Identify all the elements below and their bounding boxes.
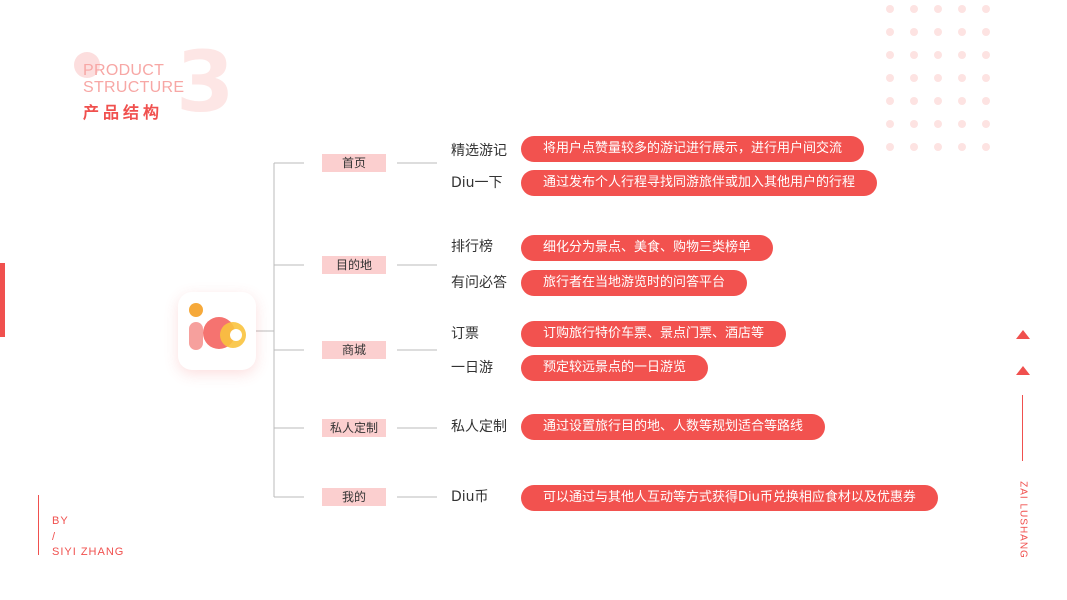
grid-dot: [982, 120, 990, 128]
grid-dot: [910, 51, 918, 59]
grid-dot: [886, 5, 894, 13]
grid-dot: [982, 28, 990, 36]
grid-dot: [934, 51, 942, 59]
grid-dot: [886, 74, 894, 82]
section-number: 3: [176, 33, 235, 131]
author-by-label: BY: [52, 515, 69, 527]
grid-dot: [934, 5, 942, 13]
title-en-line1: PRODUCT: [83, 62, 165, 79]
category-home: 首页: [322, 154, 386, 172]
grid-dot: [910, 74, 918, 82]
feature-name: 私人定制: [451, 419, 507, 435]
feature-description-pill: 细化分为景点、美食、购物三类榜单: [521, 235, 774, 261]
feature-name: 有问必答: [451, 275, 507, 291]
feature-name: 订票: [451, 326, 479, 342]
triangle-up-icon: [1016, 330, 1030, 339]
grid-dot: [958, 143, 966, 151]
feature-description-pill: 通过设置旅行目的地、人数等规划适合等路线: [521, 414, 826, 440]
grid-dot: [886, 143, 894, 151]
grid-dot: [934, 120, 942, 128]
feature-description-pill: 旅行者在当地游览时的问答平台: [521, 270, 748, 296]
grid-dot: [910, 143, 918, 151]
title-en-line2: STRUCTURE: [83, 79, 185, 96]
grid-dot: [958, 51, 966, 59]
feature-name: Diu一下: [451, 175, 503, 191]
side-vertical-text: ZAI LUSHANG: [1017, 481, 1029, 559]
triangle-up-icon: [1016, 366, 1030, 375]
grid-dot: [910, 120, 918, 128]
grid-dot: [934, 74, 942, 82]
category-destination: 目的地: [322, 256, 386, 274]
grid-dot: [886, 51, 894, 59]
feature-name: Diu币: [451, 489, 489, 505]
category-mall: 商城: [322, 341, 386, 359]
grid-dot: [982, 143, 990, 151]
feature-name: 一日游: [451, 360, 493, 376]
grid-dot: [958, 5, 966, 13]
feature-name: 排行榜: [451, 239, 493, 255]
grid-dot: [958, 74, 966, 82]
grid-dot: [958, 120, 966, 128]
grid-dot: [910, 5, 918, 13]
title-circle-decoration: [74, 52, 100, 78]
grid-dot: [934, 97, 942, 105]
right-divider: [1022, 395, 1023, 461]
grid-dot: [886, 97, 894, 105]
grid-dot: [934, 143, 942, 151]
feature-description-pill: 预定较远景点的一日游览: [521, 355, 709, 381]
left-accent-bar: [0, 263, 5, 337]
grid-dot: [910, 28, 918, 36]
grid-dot: [886, 28, 894, 36]
category-custom: 私人定制: [322, 419, 386, 437]
grid-dot: [982, 51, 990, 59]
app-logo-icon: [189, 303, 246, 350]
author-name: SIYI ZHANG: [52, 546, 125, 558]
page-title: 产品结构: [83, 103, 164, 122]
feature-description-pill: 通过发布个人行程寻找同游旅伴或加入其他用户的行程: [521, 170, 878, 196]
grid-dot: [982, 5, 990, 13]
grid-dot: [958, 97, 966, 105]
feature-description-pill: 可以通过与其他人互动等方式获得Diu币兑换相应食材以及优惠券: [521, 485, 938, 511]
feature-name: 精选游记: [451, 143, 507, 159]
grid-dot: [982, 74, 990, 82]
author-divider: [38, 495, 39, 555]
grid-dot: [910, 97, 918, 105]
category-me: 我的: [322, 488, 386, 506]
feature-description-pill: 将用户点赞量较多的游记进行展示，进行用户间交流: [521, 136, 865, 162]
grid-dot: [886, 120, 894, 128]
grid-dot: [934, 28, 942, 36]
dot-grid-decoration: [886, 5, 990, 151]
grid-dot: [958, 28, 966, 36]
grid-dot: [982, 97, 990, 105]
author-separator: /: [52, 531, 57, 543]
feature-description-pill: 订购旅行特价车票、景点门票、酒店等: [521, 321, 787, 347]
